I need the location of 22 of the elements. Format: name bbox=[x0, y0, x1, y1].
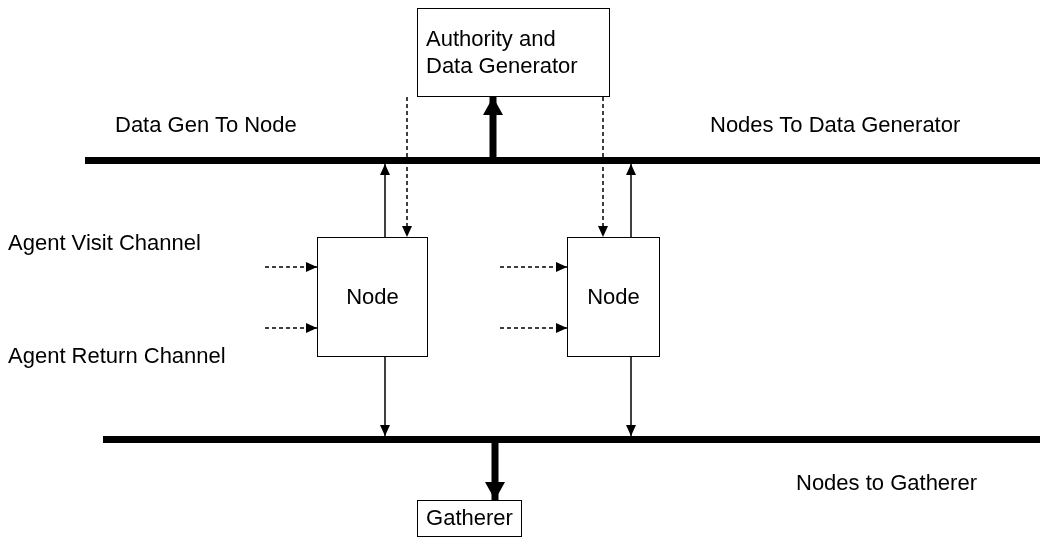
process-box: Node bbox=[317, 237, 428, 357]
channel-label: Agent Return Channel bbox=[8, 345, 226, 367]
arrow bbox=[380, 163, 390, 238]
process-box: Node bbox=[567, 237, 660, 357]
dashed-arrow bbox=[499, 262, 568, 272]
dashed-arrow bbox=[598, 96, 608, 238]
channel-label: Agent Visit Channel bbox=[8, 232, 201, 254]
bus-label: Nodes to Gatherer bbox=[796, 472, 977, 494]
process-box: Authority and Data Generator bbox=[417, 8, 610, 97]
bus-bar bbox=[103, 436, 1040, 443]
arrow bbox=[626, 356, 636, 437]
dashed-arrow bbox=[264, 323, 318, 333]
dashed-arrow bbox=[402, 96, 412, 238]
bus-label: Nodes To Data Generator bbox=[710, 114, 961, 136]
thick-arrow bbox=[483, 97, 503, 157]
dashed-arrow bbox=[499, 323, 568, 333]
bus-bar bbox=[85, 157, 1040, 164]
bus-label: Data Gen To Node bbox=[115, 114, 297, 136]
dashed-arrow bbox=[264, 262, 318, 272]
arrow bbox=[626, 163, 636, 238]
arrow bbox=[380, 356, 390, 437]
process-box: Gatherer bbox=[417, 500, 522, 537]
